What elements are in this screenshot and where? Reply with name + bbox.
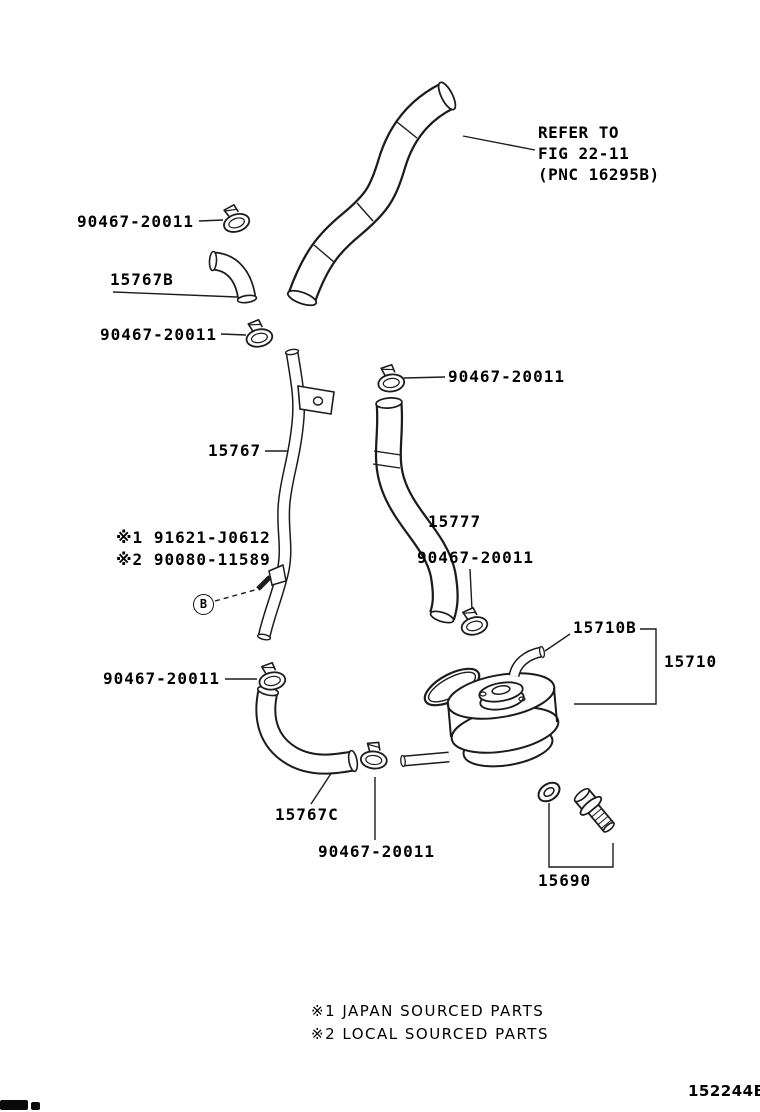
part-label-clamp-4: 90467-20011 (417, 548, 534, 567)
hose-clamp-drawing (456, 604, 491, 639)
pipe-15767-drawing (256, 348, 335, 641)
union-bolt-drawing (537, 781, 616, 833)
part-label-stud-alt-1: ※1 91621-J0612 (116, 528, 271, 547)
hose-15767c-drawing (255, 685, 359, 775)
part-label-15767: 15767 (208, 441, 262, 460)
hose-clamp-drawing (217, 200, 253, 236)
hose-clamp-drawing (374, 362, 407, 395)
footnote-japan-sourced: ※1 JAPAN SOURCED PARTS (311, 1002, 545, 1020)
refer-note: REFER TO FIG 22-11 (PNC 16295B) (538, 122, 660, 185)
footnote-local-sourced: ※2 LOCAL SOURCED PARTS (311, 1025, 549, 1043)
corner-artifact (31, 1102, 40, 1110)
hose-clamp-drawing (359, 739, 390, 771)
part-label-15777: 15777 (428, 512, 482, 531)
refer-note-line3: (PNC 16295B) (538, 165, 660, 184)
stud-marker-b: B (193, 594, 214, 615)
part-label-stud-alt-2: ※2 90080-11589 (116, 550, 271, 569)
hose-clamp-drawing (255, 660, 288, 693)
part-label-15710b: 15710B (573, 618, 637, 637)
part-label-15690: 15690 (538, 871, 592, 890)
drawing-number: 152244B (688, 1082, 760, 1100)
leader-lines (112, 135, 657, 868)
hose-15777-drawing (372, 397, 459, 624)
part-label-clamp-2: 90467-20011 (100, 325, 217, 344)
refer-note-line2: FIG 22-11 (538, 144, 630, 163)
part-label-clamp-6: 90467-20011 (318, 842, 435, 861)
hose-clamp-drawing (242, 316, 275, 350)
refer-note-line1: REFER TO (538, 123, 620, 142)
oil-cooler-drawing (400, 645, 560, 768)
part-label-15767b: 15767B (110, 270, 174, 289)
part-label-clamp-5: 90467-20011 (103, 669, 220, 688)
part-label-15767c: 15767C (275, 805, 339, 824)
part-label-clamp-3: 90467-20011 (448, 367, 565, 386)
part-label-clamp-1: 90467-20011 (77, 212, 194, 231)
part-label-15710: 15710 (664, 652, 718, 671)
upper-hose-drawing (286, 81, 457, 307)
hose-15767b-drawing (208, 250, 258, 304)
corner-artifact (0, 1100, 28, 1110)
